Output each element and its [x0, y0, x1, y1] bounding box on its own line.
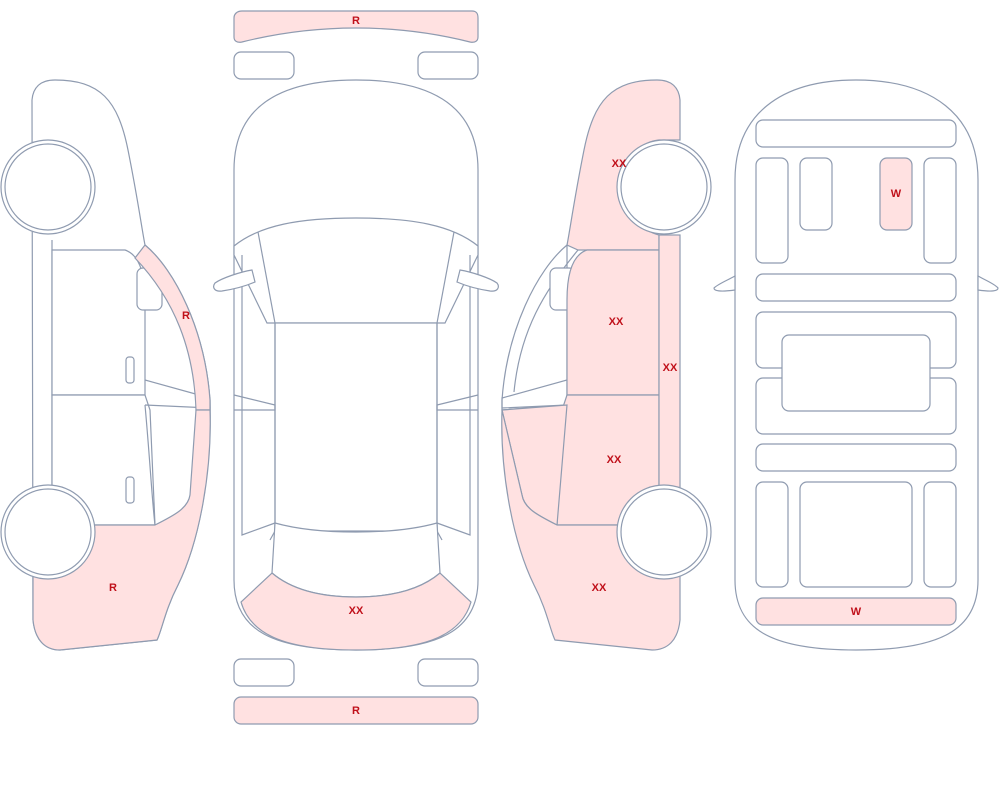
interior-left-mirror: [713, 274, 736, 292]
side-rail-left: [241, 255, 276, 536]
left-rear-quarter-label: R: [109, 582, 117, 594]
front-door-right: [923, 157, 957, 264]
left-front-handle: [125, 356, 135, 384]
a-pillar-right: [436, 231, 455, 541]
center-bar-1: [755, 273, 957, 302]
dashboard: [755, 119, 957, 148]
b-pillar-right: [436, 394, 479, 411]
left-quarter-edge: [144, 404, 156, 526]
center-console: [781, 334, 931, 412]
right-window-bar: [501, 379, 568, 409]
front-right-plate: [417, 51, 479, 80]
front-seat-right[interactable]: [879, 157, 913, 231]
front-left-plate: [233, 51, 295, 80]
rear-left-plate: [233, 658, 295, 687]
rear-door-right: [923, 481, 957, 588]
right-rear-door-label: XX: [607, 454, 622, 466]
interior-view: W W: [713, 79, 999, 651]
left-rear-quarter[interactable]: [32, 409, 211, 651]
rear-right-plate: [417, 658, 479, 687]
left-rear-wheel-inner: [4, 488, 92, 576]
right-front-wheel-inner: [620, 143, 708, 231]
front-seat-left: [799, 157, 833, 231]
front-bumper-label: R: [352, 15, 360, 27]
left-rear-fender-label: R: [182, 310, 190, 322]
left-rear-handle: [125, 476, 135, 504]
right-front-fender-label: XX: [612, 158, 627, 170]
trunk-lid-label: XX: [349, 605, 364, 617]
side-rail-right: [436, 255, 471, 536]
right-rear-quarter-lower[interactable]: [501, 409, 681, 651]
rear-door-left: [755, 481, 789, 588]
rear-bumper[interactable]: [233, 696, 479, 725]
top-view: R XX R: [213, 10, 499, 725]
left-front-wheel-inner: [4, 143, 92, 231]
front-door-left: [755, 157, 789, 264]
trunk-floor[interactable]: [755, 597, 957, 626]
b-pillar-left: [233, 394, 276, 411]
roof: [274, 322, 438, 532]
interior-right-mirror: [977, 274, 999, 292]
center-bar-2: [755, 443, 957, 472]
rear-bumper-label: R: [352, 705, 360, 717]
right-rear-wheel-inner: [620, 488, 708, 576]
top-left-mirror: [213, 269, 256, 292]
cargo-area: [799, 481, 913, 588]
right-side-view: XX XX XX XX XX: [501, 79, 712, 651]
front-bumper[interactable]: [233, 10, 479, 43]
right-a-pillar: [513, 249, 579, 393]
right-front-door-label: XX: [609, 316, 624, 328]
top-right-mirror: [456, 269, 499, 292]
trunk-lid[interactable]: [240, 572, 472, 651]
left-side-view: R R: [0, 79, 211, 651]
right-rear-quarter-label: XX: [592, 582, 607, 594]
trunk-floor-label: W: [851, 606, 862, 618]
a-pillar-left: [257, 231, 276, 541]
rear-window: [271, 522, 441, 598]
windshield: [233, 217, 479, 324]
right-rocker-panel-label: XX: [663, 362, 678, 374]
front-seat-right-label: W: [891, 188, 902, 200]
